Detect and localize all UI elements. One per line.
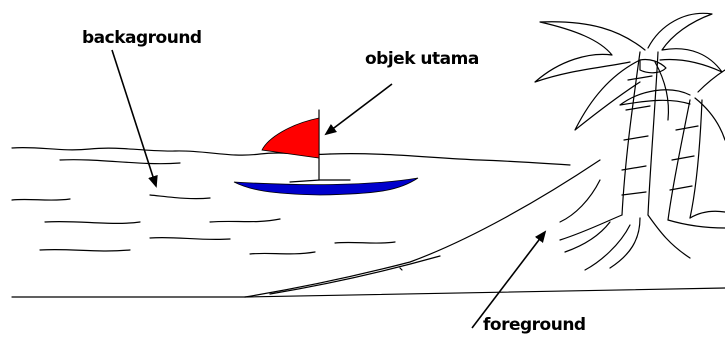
sea-lines [12, 148, 570, 297]
palm-tree [535, 13, 725, 220]
label-main-object: objek utama [365, 49, 479, 69]
roots [560, 180, 725, 270]
label-foreground: foreground [483, 315, 586, 335]
arrow-background [112, 50, 156, 186]
arrow-main-object [326, 84, 392, 134]
arrow-foreground [472, 232, 545, 328]
sail [262, 118, 319, 158]
label-background: backaground [82, 28, 202, 48]
sailboat [234, 110, 418, 195]
